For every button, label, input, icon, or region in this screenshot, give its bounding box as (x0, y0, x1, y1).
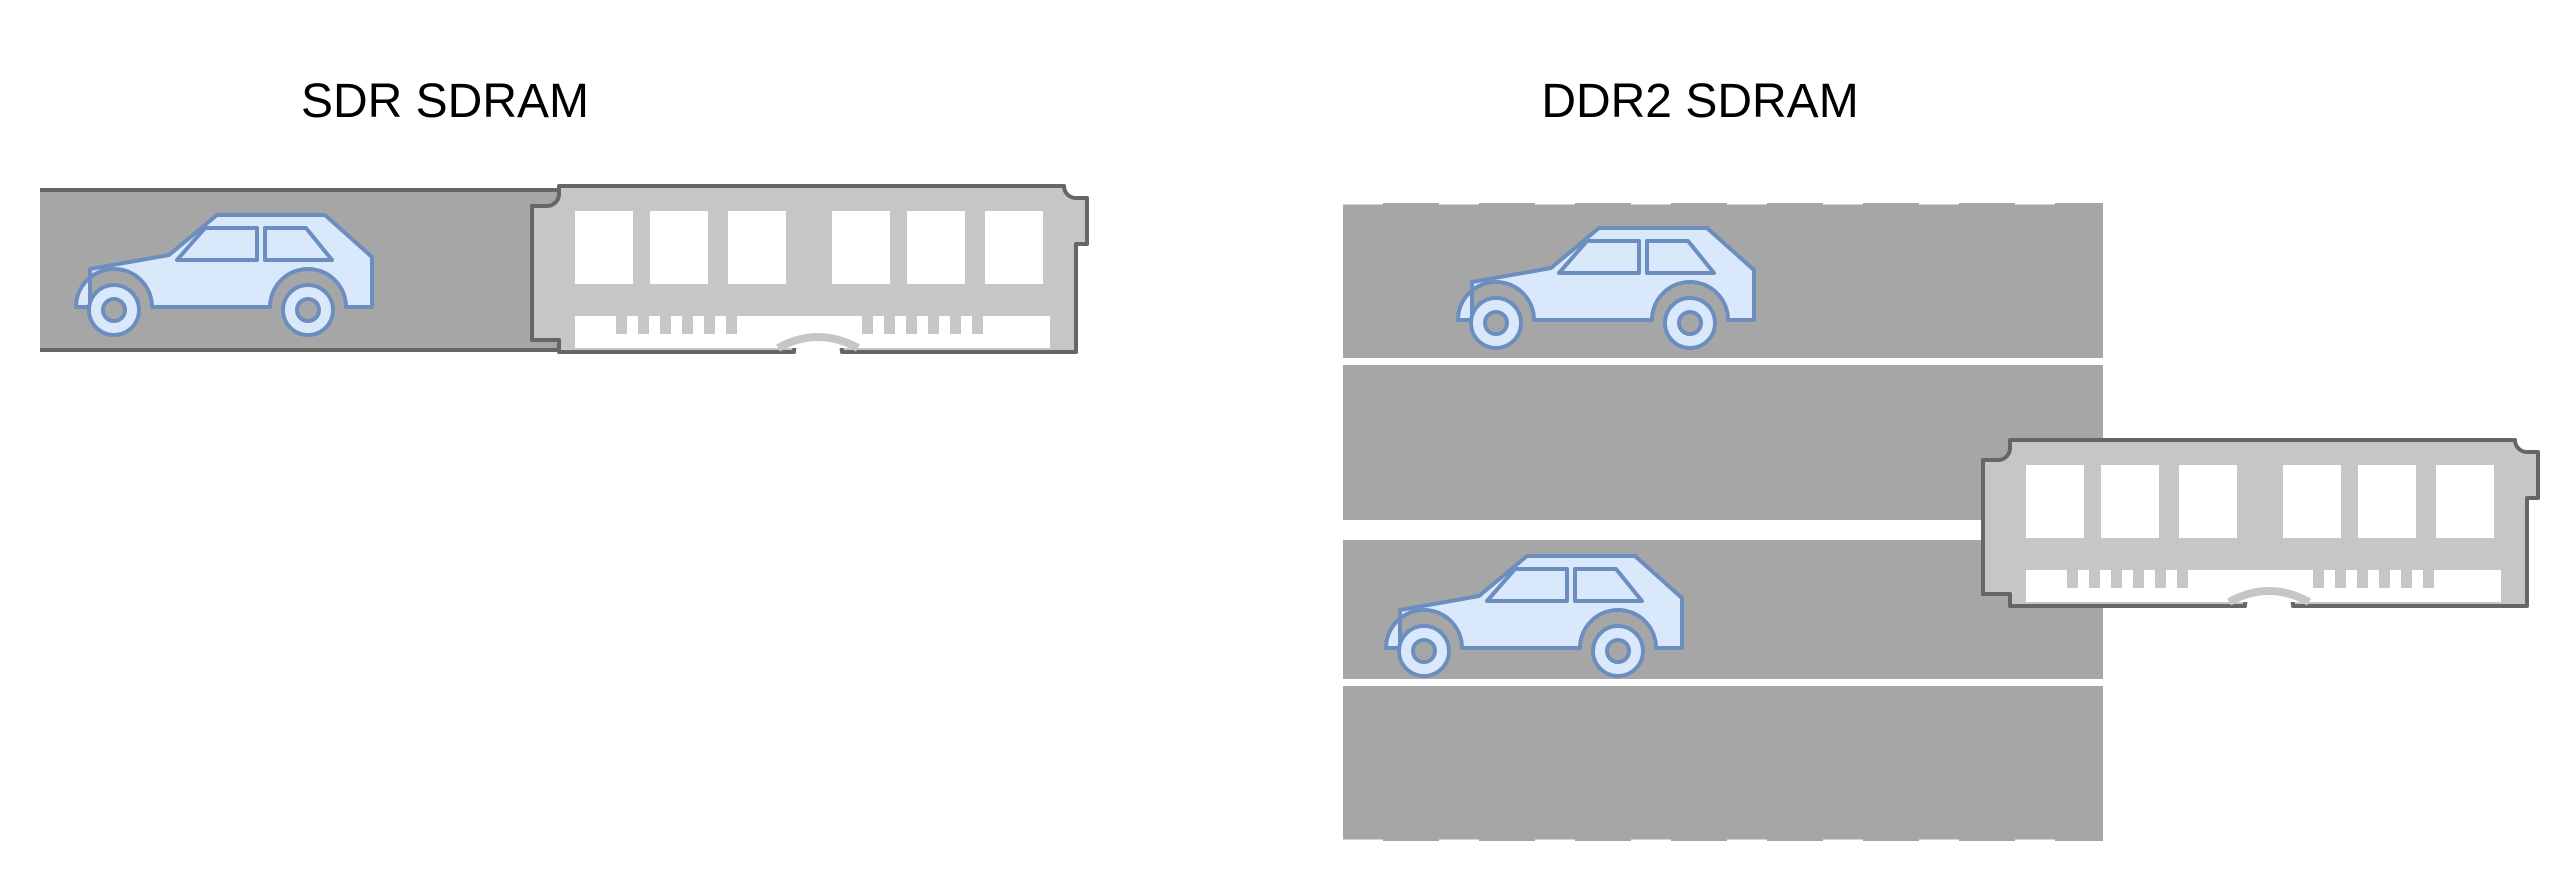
lane-4 (1343, 686, 2103, 841)
memory-module-icon (1983, 440, 2538, 606)
lane-2 (1343, 365, 2103, 520)
sdr-title: SDR SDRAM (301, 75, 589, 128)
memory-module-icon (532, 186, 1087, 352)
ddr2-road (1343, 201, 2103, 843)
sdr-panel: SDR SDRAM (40, 75, 1087, 352)
ddr2-panel: DDR2 SDRAM (1343, 75, 2538, 843)
ddr2-title: DDR2 SDRAM (1541, 75, 1858, 128)
